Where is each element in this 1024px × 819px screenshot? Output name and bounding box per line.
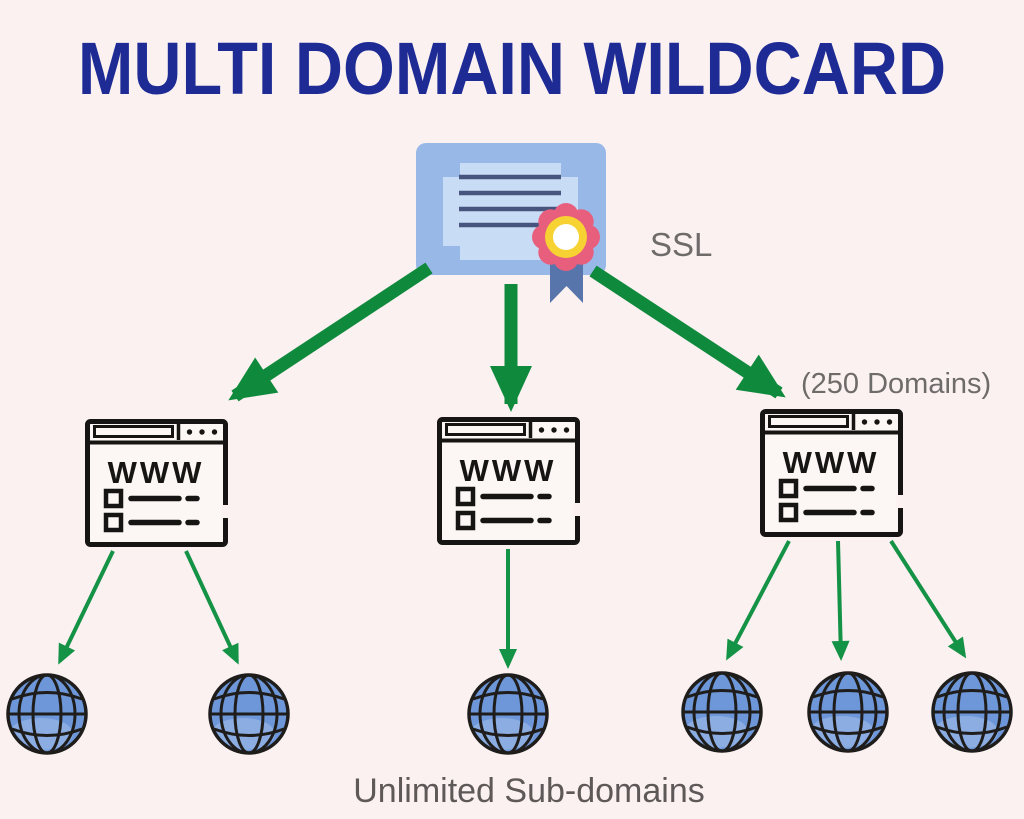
arrow-cert-to-domain-1 bbox=[228, 262, 433, 402]
globe-icon-6 bbox=[933, 673, 1011, 751]
globe-icon-5 bbox=[809, 673, 887, 751]
ssl-label: SSL bbox=[650, 226, 713, 263]
browser-window-icon-1: WWW bbox=[88, 422, 226, 545]
ssl-certificate-icon bbox=[416, 143, 606, 303]
browser-window-icon-2: WWW bbox=[440, 420, 578, 543]
browser-window-icon-3: WWW bbox=[763, 412, 901, 535]
globe-icon-1 bbox=[8, 675, 86, 753]
arrow-cert-to-domain-3 bbox=[589, 265, 786, 399]
arrow-window1-globe1 bbox=[58, 550, 115, 665]
www-label-3: WWW bbox=[783, 445, 880, 480]
globe-icon-3 bbox=[469, 675, 547, 753]
globe-icon-2 bbox=[210, 675, 288, 753]
www-label-2: WWW bbox=[460, 453, 557, 488]
arrow-window3-globe3 bbox=[889, 539, 967, 659]
arrow-window3-globe2 bbox=[831, 540, 850, 661]
rosette-seal-icon bbox=[532, 203, 600, 271]
arrow-window3-globe1 bbox=[726, 540, 791, 661]
arrow-window1-globe2 bbox=[184, 550, 239, 665]
globe-icon-4 bbox=[683, 673, 761, 751]
page-title: MULTI DOMAIN WILDCARD bbox=[77, 27, 947, 110]
domains-count-note: (250 Domains) bbox=[801, 368, 992, 400]
subdomains-note: Unlimited Sub-domains bbox=[353, 772, 705, 810]
www-label-1: WWW bbox=[108, 455, 205, 490]
domain-to-subdomain-arrows bbox=[58, 539, 967, 669]
cert-to-domain-arrows bbox=[228, 262, 786, 412]
